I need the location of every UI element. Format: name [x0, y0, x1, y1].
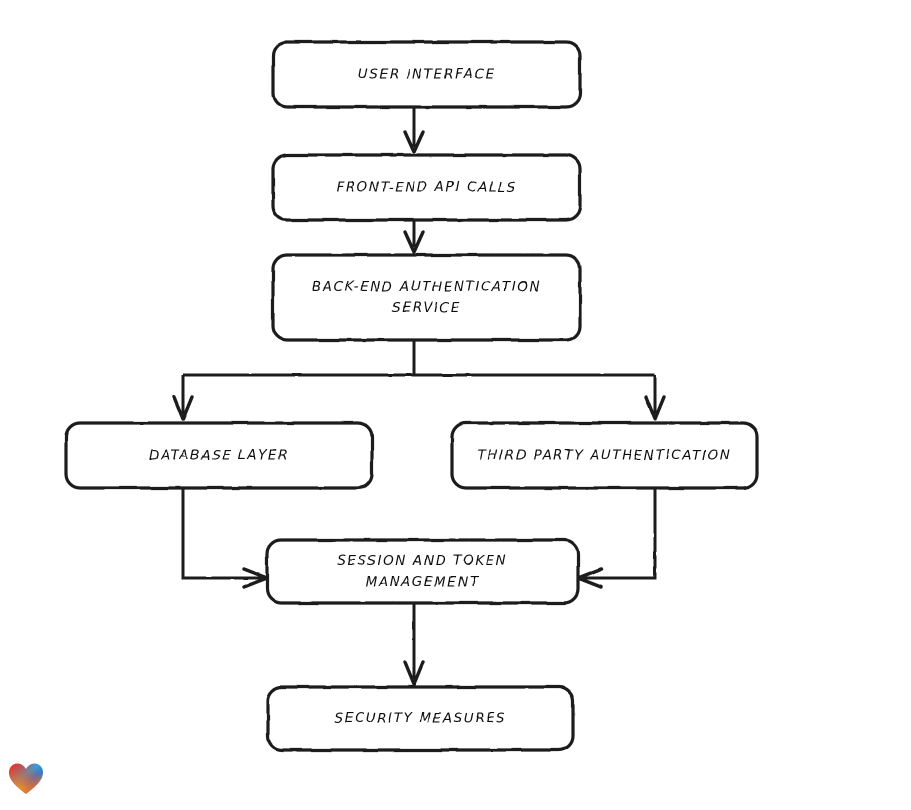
node-label: THIRD PARTY AUTHENTICATION — [478, 448, 732, 464]
node-label: DATABASE LAYER — [149, 448, 289, 464]
edge-backend-branch-trunk — [183, 340, 655, 377]
node-label: SECURITY MEASURES — [334, 711, 506, 727]
edge-database-to-session — [181, 488, 269, 589]
node-label: SESSION AND TOKEN — [337, 553, 507, 569]
edge-backend-to-thirdparty — [644, 375, 666, 421]
node-box[interactable] — [271, 40, 582, 109]
edge-ui-to-api — [403, 107, 425, 154]
node-box[interactable] — [266, 685, 575, 752]
node-session-and-token-management[interactable]: SESSION AND TOKEN MANAGEMENT — [265, 538, 580, 605]
node-label: MANAGEMENT — [366, 574, 480, 590]
node-label: SERVICE — [392, 300, 461, 316]
node-label: USER INTERFACE — [358, 67, 495, 83]
node-database-layer[interactable]: DATABASE LAYER — [64, 421, 374, 490]
edge-session-to-security — [403, 603, 425, 686]
node-front-end-api-calls[interactable]: FRONT-END API CALLS — [271, 153, 582, 222]
node-back-end-authentication-service[interactable]: BACK-END AUTHENTICATION SERVICE — [271, 253, 582, 342]
node-box[interactable] — [271, 153, 582, 222]
node-label: BACK-END AUTHENTICATION — [312, 279, 541, 295]
edge-api-to-backend — [403, 220, 425, 254]
node-security-measures[interactable]: SECURITY MEASURES — [266, 685, 575, 752]
node-box[interactable] — [64, 421, 374, 490]
node-label: FRONT-END API CALLS — [336, 180, 517, 196]
heart-icon — [9, 763, 43, 794]
edge-backend-to-database — [172, 375, 194, 421]
node-user-interface[interactable]: USER INTERFACE — [271, 40, 582, 109]
edge-thirdparty-to-session — [576, 488, 657, 589]
node-box[interactable] — [265, 538, 580, 605]
node-third-party-authentication[interactable]: THIRD PARTY AUTHENTICATION — [450, 421, 759, 490]
node-box[interactable] — [271, 253, 582, 342]
node-box[interactable] — [450, 421, 759, 490]
